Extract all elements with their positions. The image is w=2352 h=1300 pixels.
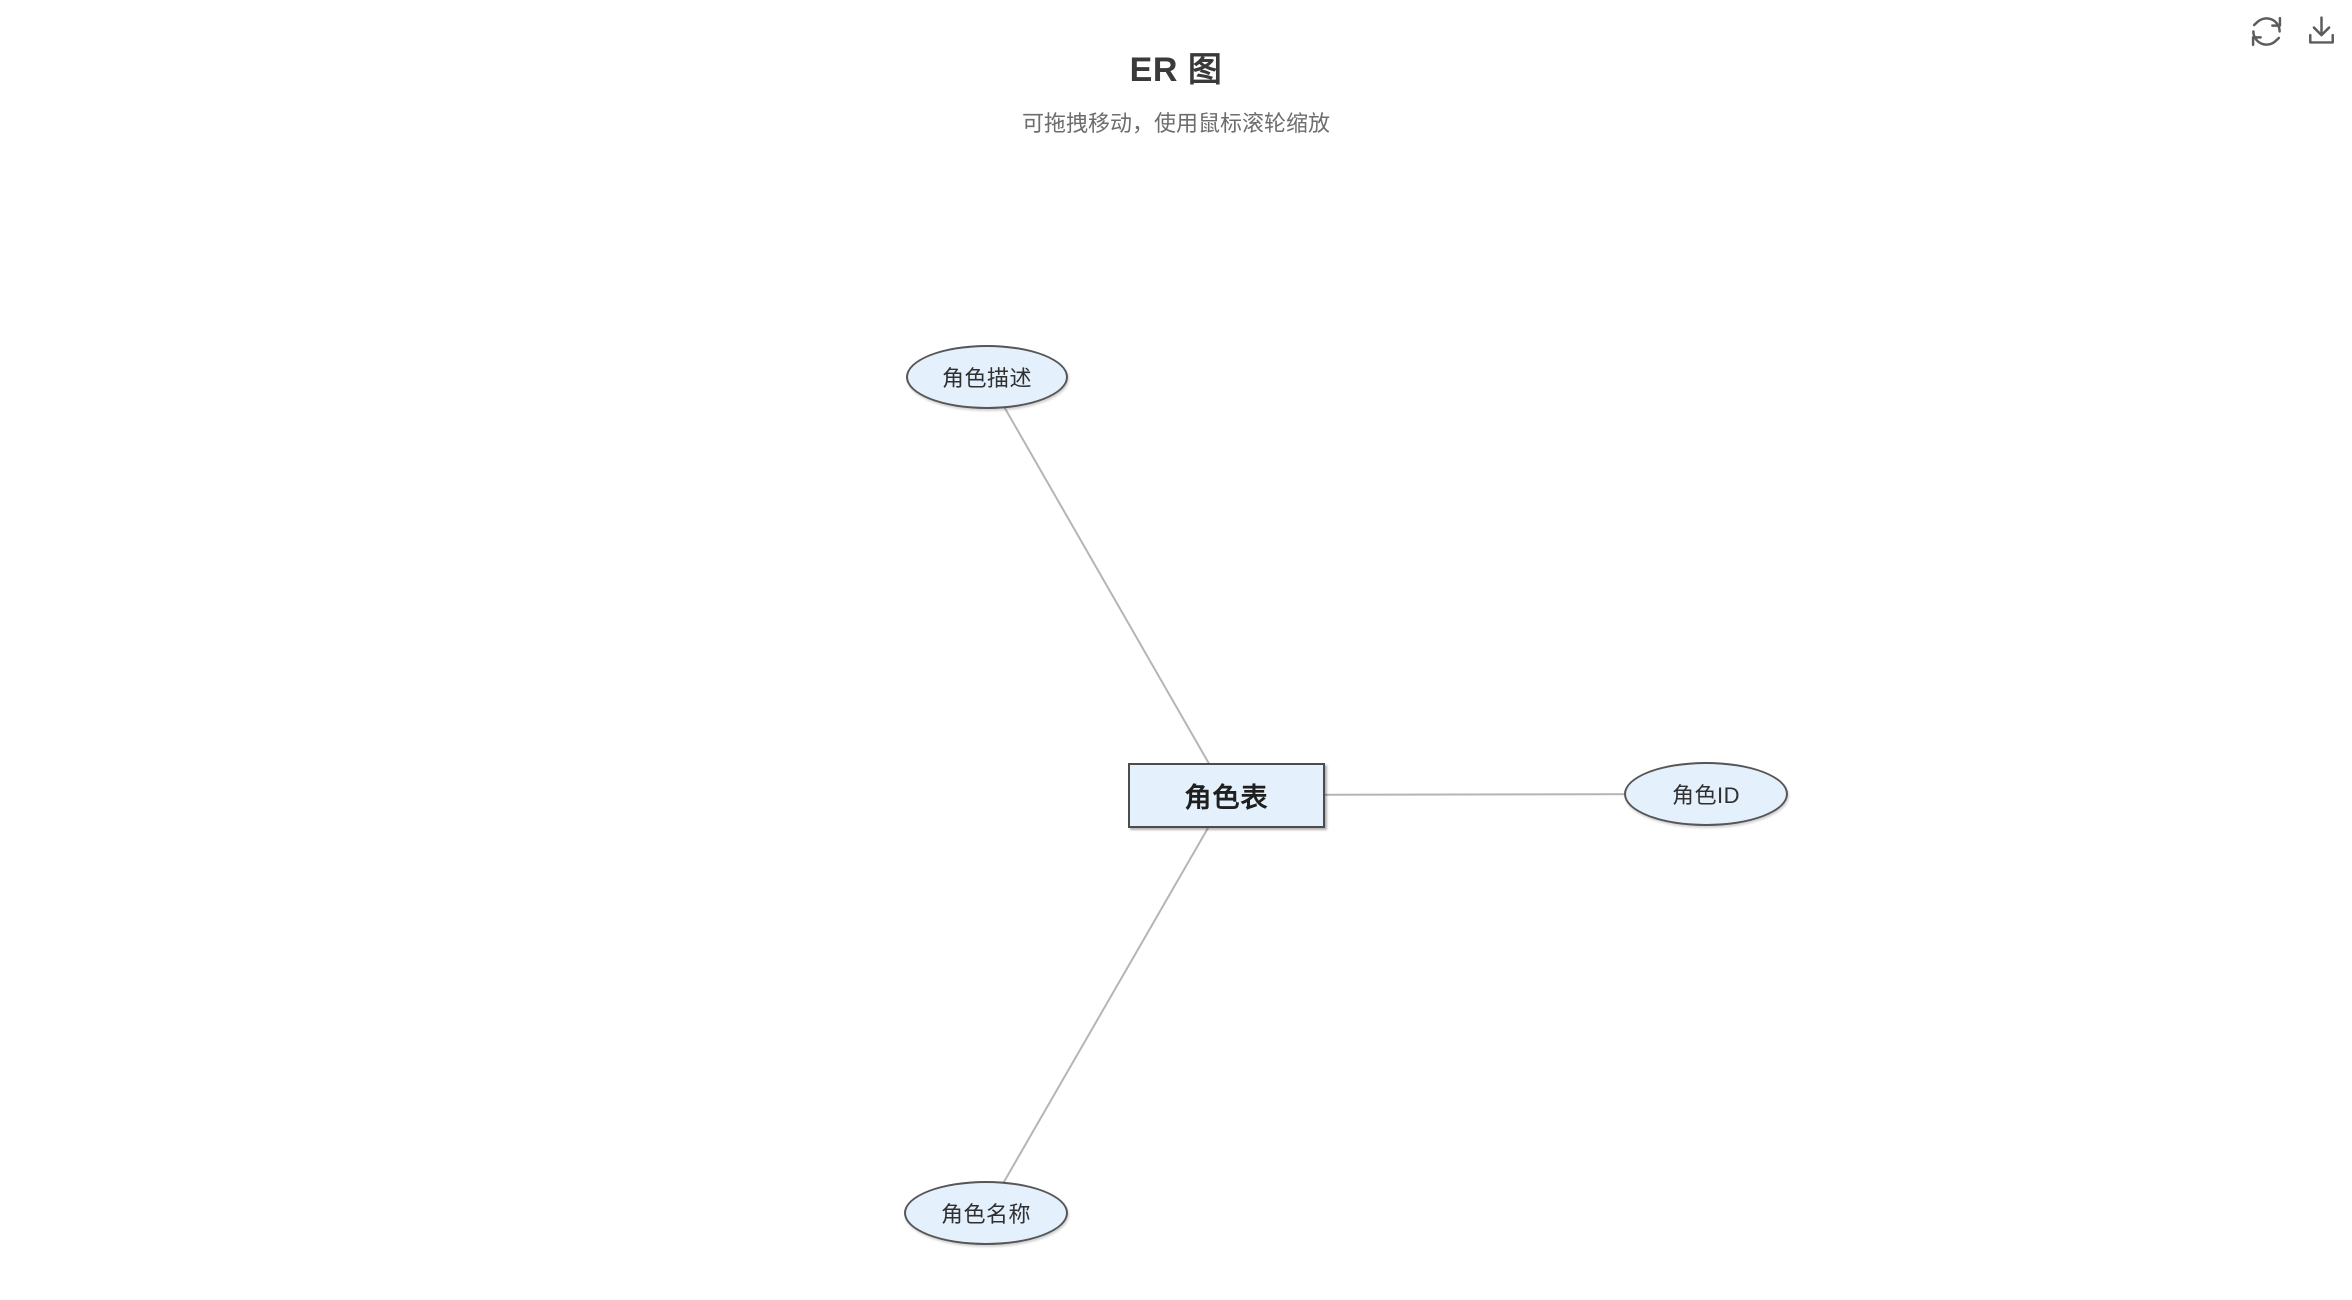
edge-entity-to-description xyxy=(986,376,1228,796)
attribute-node-role-name[interactable]: 角色名称 xyxy=(904,1181,1068,1245)
attribute-node-role-description[interactable]: 角色描述 xyxy=(906,345,1068,409)
refresh-button[interactable] xyxy=(2247,12,2285,50)
entity-label: 角色表 xyxy=(1184,783,1269,813)
refresh-icon xyxy=(2251,16,2281,46)
attribute-label: 角色名称 xyxy=(940,1202,1031,1227)
attribute-label: 角色描述 xyxy=(941,366,1032,391)
entity-node-role-table[interactable]: 角色表 xyxy=(1128,763,1325,828)
toolbar xyxy=(2247,12,2340,50)
attribute-label: 角色ID xyxy=(1671,783,1740,808)
download-icon xyxy=(2308,15,2334,44)
download-button[interactable] xyxy=(2302,12,2340,50)
edge-entity-to-name xyxy=(985,794,1228,1214)
attribute-node-role-id[interactable]: 角色ID xyxy=(1624,762,1788,826)
